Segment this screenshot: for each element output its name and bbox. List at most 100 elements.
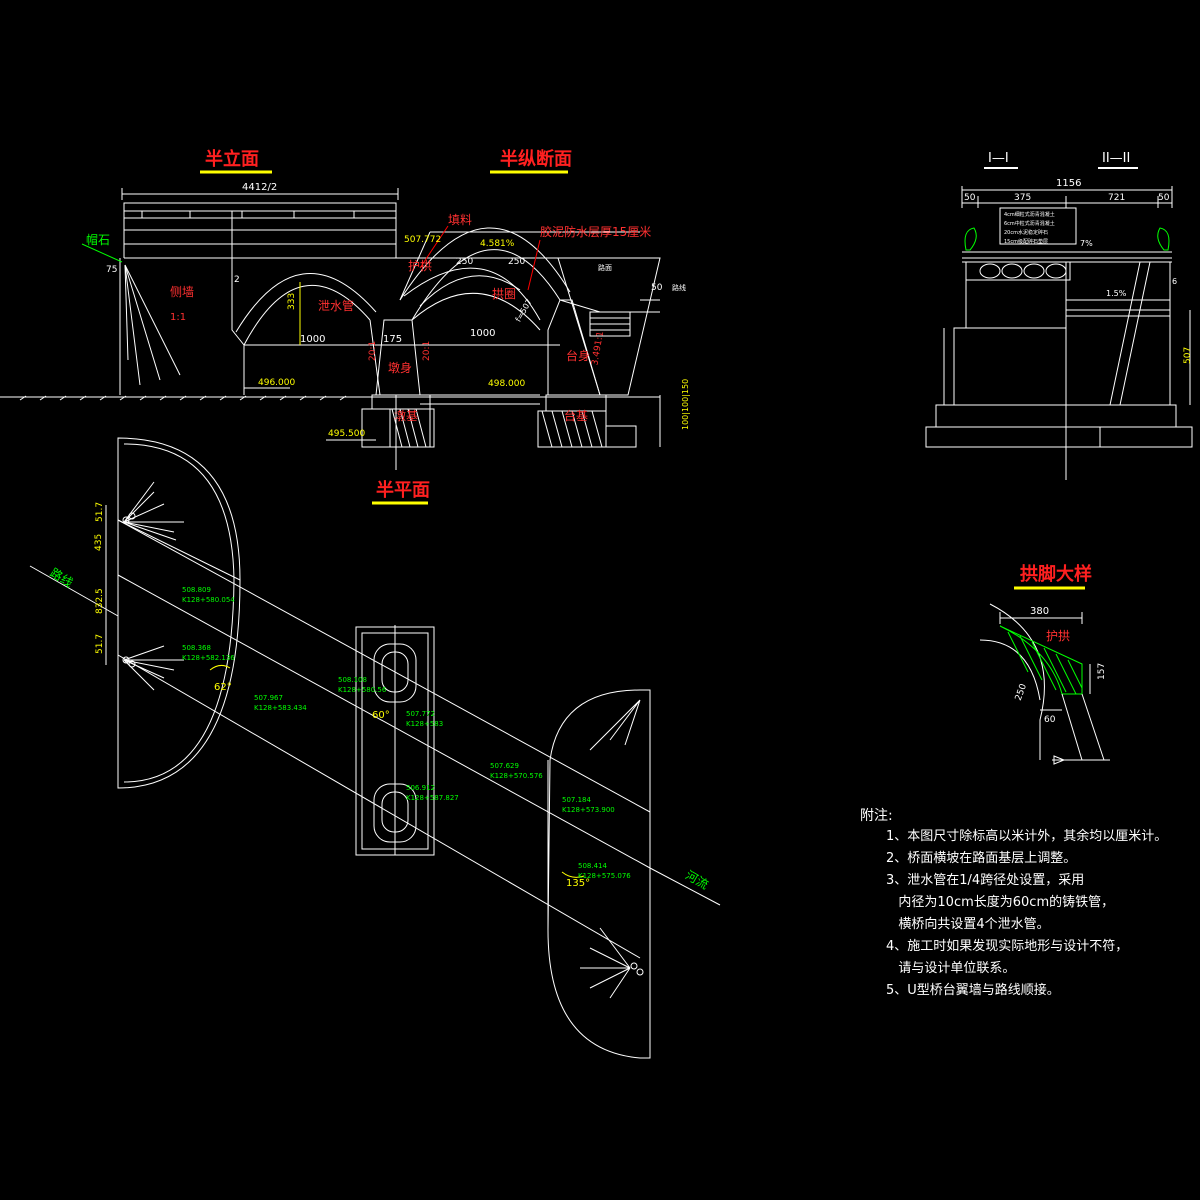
sec-layer-2: 6cm中粒式沥青混凝土 <box>1004 220 1055 227</box>
plan-point-4: 508.108 K128+580.56 <box>338 676 387 694</box>
svg-text:K128+583: K128+583 <box>406 720 443 728</box>
detail-dim-60: 60 <box>1044 715 1056 725</box>
svg-text:508.414: 508.414 <box>578 862 607 870</box>
svg-text:508.809: 508.809 <box>182 586 211 594</box>
detail-dim-157: 157 <box>1097 663 1107 680</box>
sec-dim-375: 375 <box>1014 193 1031 203</box>
note-4: 4、施工时如果发现实际地形与设计不符， <box>886 938 1128 954</box>
detail-label-guard: 护拱 <box>1046 629 1070 643</box>
title-arch-foot-detail: 拱脚大样 <box>1020 563 1092 585</box>
label-arch-ring: 拱圈 <box>492 287 516 301</box>
plan-point-7: 507.629 K128+570.576 <box>490 762 543 780</box>
plan-dim-8325: 832.5 <box>95 588 105 614</box>
title-half-longitudinal: 半纵断面 <box>500 148 572 170</box>
svg-text:K128+575.076: K128+575.076 <box>578 872 631 880</box>
sec-dim-721: 721 <box>1108 193 1125 203</box>
svg-text:506.912: 506.912 <box>406 784 435 792</box>
plan-point-3: 507.967 K128+583.434 <box>254 694 307 712</box>
dim-250b: 250 <box>508 257 525 267</box>
label-route-side: 路线 <box>672 283 686 292</box>
dim-side-stack: 100|100|150 <box>681 379 690 430</box>
dim-1000b: 1000 <box>470 328 495 339</box>
dim-75: 75 <box>106 265 117 275</box>
dim-2: 2 <box>234 275 240 285</box>
plan-point-9: 508.414 K128+575.076 <box>578 862 631 880</box>
svg-text:K128+570.576: K128+570.576 <box>490 772 543 780</box>
slope-ratio: 1:1 <box>170 312 186 323</box>
elev-top: 507.772 <box>404 235 441 245</box>
note-5: 5、U型桥台翼墙与路线顺接。 <box>886 982 1060 998</box>
grade-longitudinal: 4.581% <box>480 239 515 249</box>
plan-point-6: 506.912 K128+587.827 <box>406 784 459 802</box>
note-1: 1、本图尺寸除标高以米计外，其余均以厘米计。 <box>886 828 1167 844</box>
elev-495: 495.500 <box>328 429 365 439</box>
plan-point-8: 507.184 K128+573.900 <box>562 796 615 814</box>
angle-62: 62° <box>214 682 232 693</box>
label-pier: 墩身 <box>388 360 412 375</box>
notes-block: 附注: 1、本图尺寸除标高以米计外，其余均以厘米计。 2、桥面横坡在路面基层上调… <box>860 808 1167 998</box>
title-half-elevation: 半立面 <box>205 148 259 170</box>
label-guard-arch: 护拱 <box>408 259 432 273</box>
elev-496: 496.000 <box>258 378 295 388</box>
svg-text:K128+583.434: K128+583.434 <box>254 704 307 712</box>
label-pier-foot: 墩基 <box>394 409 418 423</box>
svg-text:508.368: 508.368 <box>182 644 211 652</box>
title-half-plan: 半平面 <box>376 479 430 501</box>
note-3b: 内径为10cm长度为60cm的铸铁管， <box>886 894 1114 910</box>
sec-grade: 7% <box>1080 239 1093 248</box>
elevation-view: 4412/2 帽石 侧墙 75 1:1 2 333 1000 <box>0 182 690 470</box>
dim-175: 175 <box>383 334 402 345</box>
plan-dim-517b: 51.7 <box>95 634 105 654</box>
svg-text:508.108: 508.108 <box>338 676 367 684</box>
sec-dim-6: 6 <box>1172 277 1177 286</box>
svg-text:K128+573.900: K128+573.900 <box>562 806 615 814</box>
note-3c: 横桥向共设置4个泄水管。 <box>886 916 1050 932</box>
svg-text:507.772: 507.772 <box>406 710 435 718</box>
label-road-surface: 路面 <box>598 263 612 272</box>
label-river: 河流 <box>683 868 711 892</box>
detail-dim-250: 250 <box>1014 682 1029 702</box>
detail-dim-380: 380 <box>1030 606 1049 617</box>
elev-498: 498.000 <box>488 379 525 389</box>
plan-dim-435: 435 <box>94 534 104 551</box>
note-3: 3、泄水管在1/4跨径处设置，采用 <box>886 873 1084 888</box>
svg-text:K128+580.56: K128+580.56 <box>338 686 387 694</box>
label-route: 路线 <box>48 565 76 590</box>
plan-point-5: 507.772 K128+583 <box>406 710 443 728</box>
sec-dim-50b: 50 <box>1158 193 1170 203</box>
svg-text:K128+587.827: K128+587.827 <box>406 794 459 802</box>
section-view: 1156 50 375 721 50 4cm细粒式沥青混凝土 6cm中粒式沥青混… <box>925 178 1193 480</box>
sec-layer-1: 4cm细粒式沥青混凝土 <box>1004 211 1055 218</box>
note-4b: 请与设计单位联系。 <box>886 961 1015 976</box>
dim-333: 333 <box>287 293 297 310</box>
dim-1000a: 1000 <box>300 334 325 345</box>
label-abutment: 台身 <box>566 348 590 363</box>
title-section-2: II—II <box>1102 151 1130 166</box>
sec-layer-3: 20cm水泥稳定碎石 <box>1004 229 1048 236</box>
dim-f507: f=507 <box>514 297 534 323</box>
plan-point-1: 508.809 K128+580.054 <box>182 586 235 604</box>
label-cap-stone: 帽石 <box>86 232 110 247</box>
sec-dim-507: 507 <box>1183 347 1193 364</box>
svg-text:507.967: 507.967 <box>254 694 283 702</box>
label-waterproof: 胶泥防水层厚15厘米 <box>540 224 651 239</box>
slope-b: 20:1 <box>422 341 432 361</box>
label-side-wall: 侧墙 <box>170 285 194 299</box>
svg-text:K128+580.054: K128+580.054 <box>182 596 235 604</box>
sec-dim-total: 1156 <box>1056 178 1081 189</box>
slope-a: 20:1 <box>368 341 378 361</box>
plan-view: 路线 435 51.7 832.5 51.7 河流 62° 60° <box>29 437 721 1059</box>
dim-total-elevation: 4412/2 <box>242 182 277 193</box>
arch-foot-detail: 380 护拱 157 250 60 <box>979 603 1110 765</box>
dim-250a: 250 <box>456 257 473 267</box>
notes-heading: 附注: <box>860 808 893 824</box>
sec-grade-2: 1.5% <box>1106 289 1127 298</box>
plan-point-2: 508.368 K128+582.136 <box>182 644 235 662</box>
note-2: 2、桥面横坡在路面基层上调整。 <box>886 850 1076 866</box>
sec-layer-4: 15cm级配碎石垫层 <box>1004 238 1048 245</box>
dim-50: 50 <box>651 283 663 293</box>
angle-60: 60° <box>372 710 390 721</box>
angle-135: 135° <box>566 878 590 889</box>
svg-text:507.629: 507.629 <box>490 762 519 770</box>
